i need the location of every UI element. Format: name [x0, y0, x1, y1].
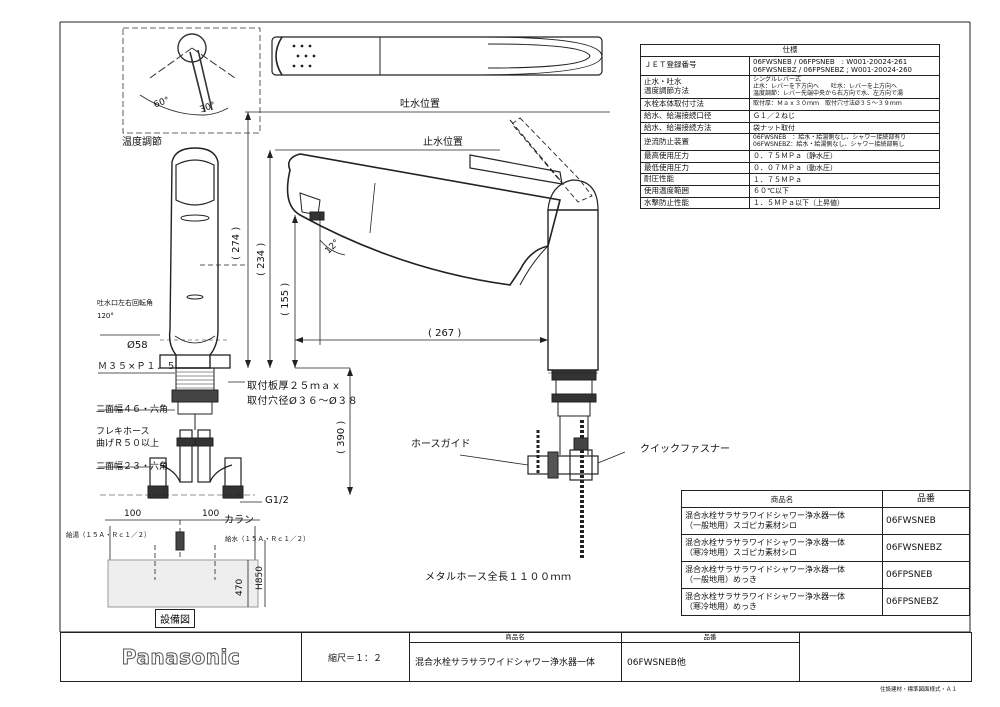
- spec-title: 仕様: [640, 44, 940, 57]
- product-code-cell: 品番 06FWSNEB他: [621, 633, 800, 681]
- flex-hose-bend-label: 曲げＲ５０以上: [96, 439, 160, 449]
- temp-control-view: [122, 27, 261, 134]
- flex-hose-label: フレキホース: [96, 427, 150, 437]
- dim-h850: H850: [255, 566, 265, 590]
- thread-label: Ｍ３５×Ｐ１．５: [98, 362, 177, 372]
- spec-row: 水栓本体取付寸法取付厚：Ｍａｘ３０ｍｍ 取付穴寸法Ø３５～３９ｍｍ: [640, 98, 940, 111]
- dim-274: ( 274 ): [231, 226, 242, 260]
- product-code-value: 06FWSNEB他: [627, 658, 686, 668]
- hex46-label: 二面幅４６・六角: [96, 405, 169, 415]
- title-block: Panasonic 縮尺＝１：２ 商品名 混合水栓サラサラワイドシャワー浄水器一…: [60, 632, 972, 682]
- spout-position-label: 吐水位置: [400, 99, 440, 110]
- quick-fastener-label: クイックファスナー: [640, 444, 730, 455]
- faucet-front-view: [100, 147, 255, 499]
- product-name-value: 混合水栓サラサラワイドシャワー浄水器一体: [415, 658, 596, 668]
- product-row: 混合水栓サラサラワイドシャワー浄水器一体 （寒冷地用）スゴピカ素材シロ 06FW…: [681, 534, 970, 562]
- metal-hose-label: メタルホース全長１１００ｍｍ: [425, 572, 572, 583]
- cold-supply-label: 給水（１５Ａ・Ｒｃ１／２）: [225, 535, 310, 543]
- dim-100-right: 100: [202, 509, 220, 519]
- install-diagram-label: 設備図: [155, 609, 195, 628]
- swivel-label: 吐水口左右回転角: [97, 299, 153, 307]
- spec-row: 給水、給湯接続方法袋ナット取付: [640, 121, 940, 135]
- swivel-angle-label: 120°: [97, 312, 114, 320]
- product-row: 混合水栓サラサラワイドシャワー浄水器一体 （一般地用）スゴピカ素材シロ 06FW…: [681, 507, 970, 535]
- hot-supply-label: 給湯（１５Ａ・Ｒｃ１／２）: [66, 531, 151, 539]
- dim-390: ( 390 ): [336, 420, 347, 454]
- product-table: 商品名 品番 混合水栓サラサラワイドシャワー浄水器一体 （一般地用）スゴピカ素材…: [681, 490, 970, 616]
- mount-hole-label: 取付穴径Ø３６～Ø３８: [247, 396, 359, 407]
- panasonic-logo: Panasonic: [121, 645, 241, 670]
- hose-guide-label: ホースガイド: [411, 439, 471, 450]
- scale-value: 縮尺＝１：２: [327, 653, 382, 664]
- faucet-side-view: [286, 117, 599, 560]
- dim-155: ( 155 ): [280, 282, 291, 316]
- scale-cell: 縮尺＝１：２: [301, 633, 410, 681]
- product-code-header: 品番: [621, 633, 799, 643]
- dim-234: ( 234 ): [256, 242, 267, 276]
- installation-diagram: [105, 519, 266, 608]
- stop-position-label: 止水位置: [423, 137, 463, 148]
- product-name-header: 商品名: [409, 633, 621, 643]
- footer-note: 住設建材・標準図面様式・Ａ１: [880, 687, 958, 693]
- hex23-label: 二面幅２３・六角: [96, 462, 169, 472]
- product-table-code-header: 品番: [882, 490, 970, 508]
- dim-100-left: 100: [124, 509, 142, 519]
- spout-top-view: [271, 36, 603, 76]
- product-row: 混合水栓サラサラワイドシャワー浄水器一体 （寒冷地用）めっき 06FPSNEBZ: [681, 588, 970, 616]
- diameter-58-label: Ø58: [127, 340, 148, 351]
- logo-cell: Panasonic: [61, 633, 302, 681]
- dim-267: ( 267 ): [428, 328, 462, 339]
- spec-row: 止水・吐水 温度調節方法シングルレバー式 止水：レバーを下方向へ 吐水：レバーを…: [640, 74, 940, 100]
- product-table-name-header: 商品名: [681, 490, 883, 508]
- dim-470: 470: [235, 578, 245, 596]
- product-row: 混合水栓サラサラワイドシャワー浄水器一体 （一般地用）めっき 06FPSNEB: [681, 561, 970, 589]
- temp-control-label: 温度調節: [122, 137, 162, 148]
- g12-label: G1/2: [265, 495, 289, 506]
- collar-label: カラン: [224, 515, 254, 526]
- product-name-cell: 商品名 混合水栓サラサラワイドシャワー浄水器一体: [409, 633, 622, 681]
- mount-thickness-label: 取付板厚２５ｍａｘ: [247, 381, 342, 392]
